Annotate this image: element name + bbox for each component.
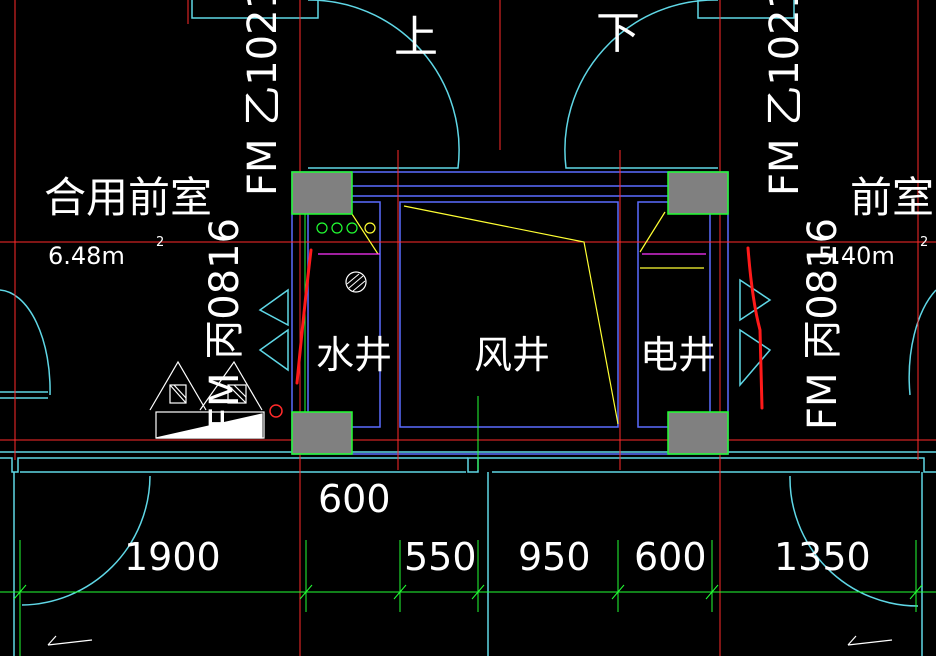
dimension-1350: 1350 [774,535,871,579]
pipe-circle-yellow [364,222,376,234]
left-area-superscript: 2 [156,235,164,250]
left-top-door-tag: FM 乙1021 [240,0,286,196]
floor-drain-icon [345,271,367,293]
water-shaft-label: 水井 [316,333,392,377]
shaft-detail-lines [311,205,704,425]
front-room-label: 前室 [850,173,934,222]
left-mid-door-tag: FM 丙0816 [202,218,248,430]
top-walls [0,0,795,399]
left-area-label: 6.48m [48,242,125,270]
hydrant-symbol [149,360,265,439]
dimension-550: 550 [404,535,477,579]
right-area-label: 5.40m [818,242,895,270]
section-marks [47,635,893,646]
horizontal-walls [0,451,936,656]
red-markup [295,246,764,410]
right-top-door-tag: FM 乙1021 [762,0,808,196]
structural-columns [291,171,729,455]
dimension-shaft-width: 600 [318,477,391,521]
red-marker-circle [269,404,283,418]
stair-down-label: 下 [596,8,640,59]
dimension-950: 950 [518,535,591,579]
stair-up-label: 上 [394,12,438,63]
dimension-600: 600 [634,535,707,579]
right-area-superscript: 2 [920,235,928,250]
right-mid-door-tag: FM 丙0816 [800,218,846,430]
shaft-walls [291,171,729,455]
door-swings [0,0,936,607]
electric-shaft-label: 电井 [640,333,716,377]
air-shaft-label: 风井 [474,333,550,377]
pipe-circles [316,222,358,234]
dimension-lines [0,396,936,656]
shared-front-room-label: 合用前室 [44,173,212,222]
dimension-1900: 1900 [124,535,221,579]
